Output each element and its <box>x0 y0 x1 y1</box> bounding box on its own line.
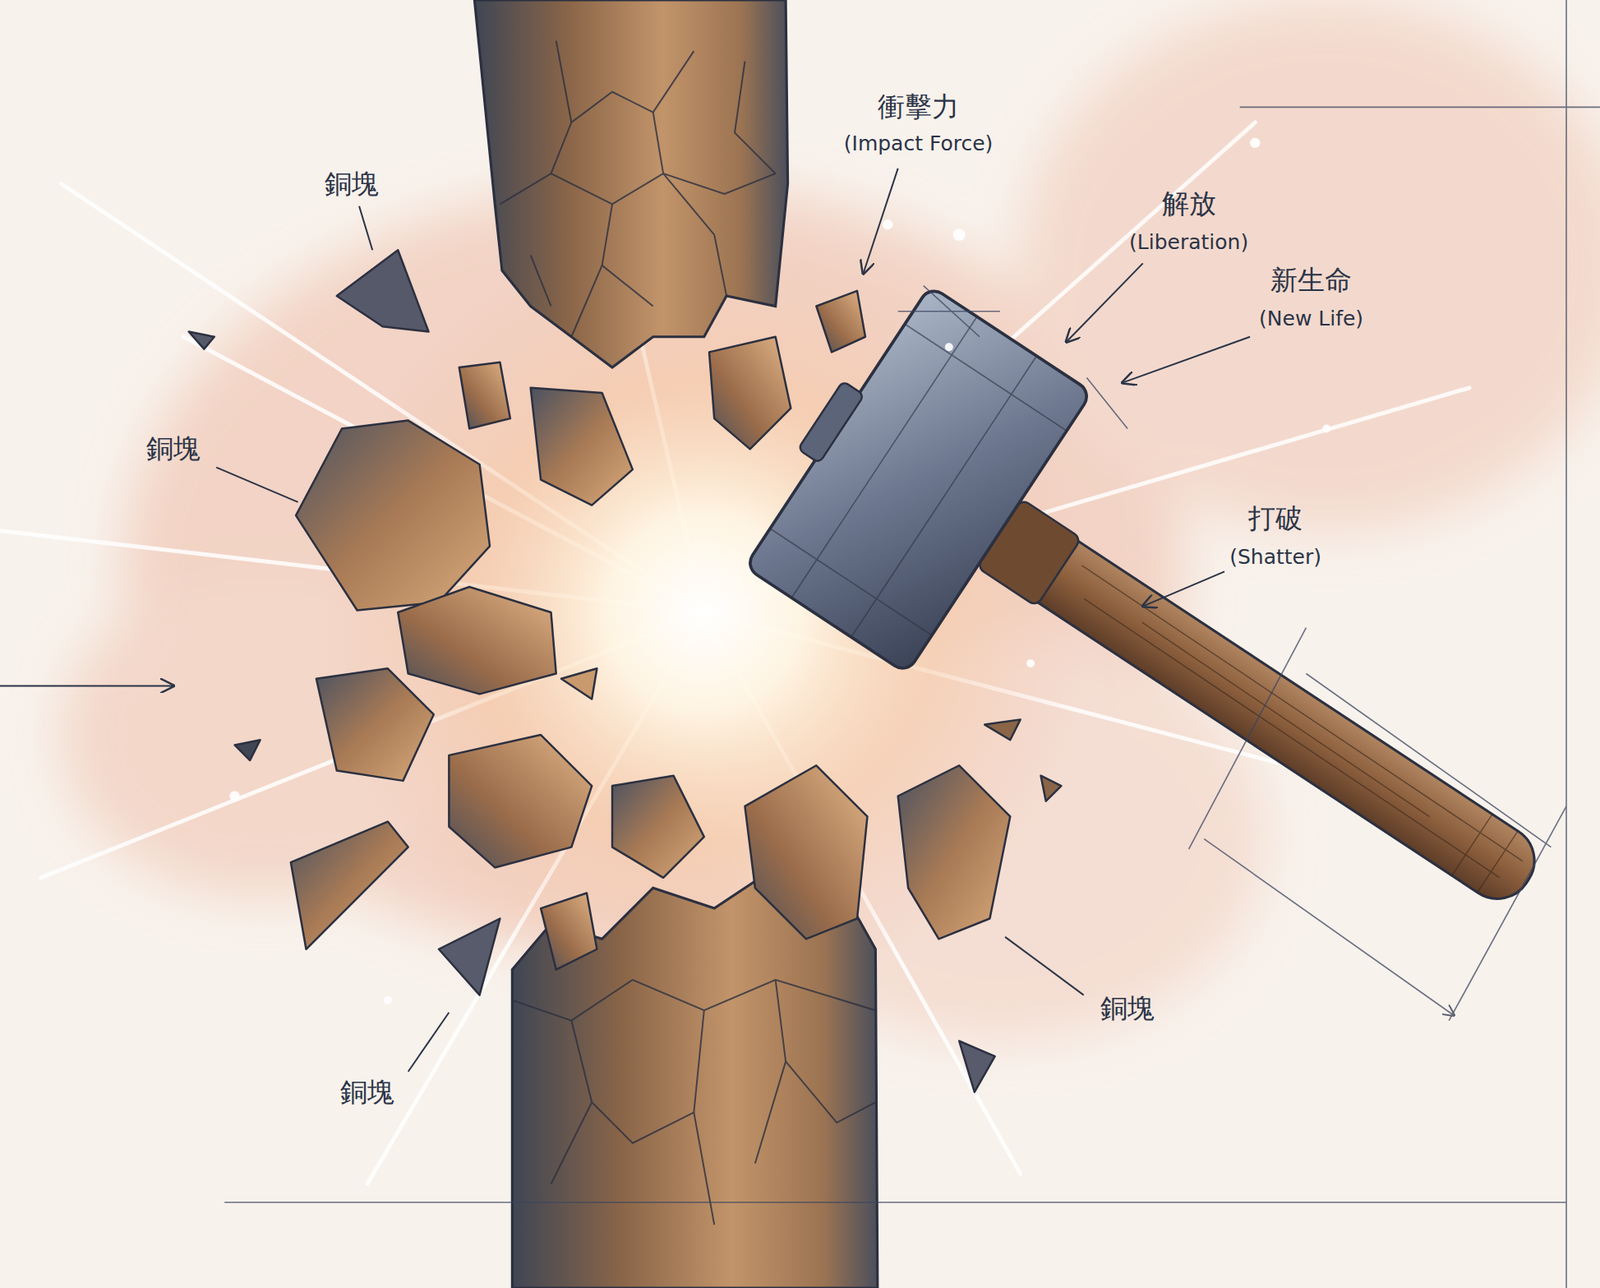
callout-label: 打破 <box>1248 499 1303 537</box>
callout-label: (Impact Force) <box>843 130 994 155</box>
callout-label: (New Life) <box>1258 306 1364 331</box>
callout-label: 銅塊 <box>340 1073 395 1111</box>
callout-label: (Shatter) <box>1229 544 1322 568</box>
callout-label: 銅塊 <box>1100 989 1155 1027</box>
callout-label: 銅塊 <box>146 430 201 468</box>
callout-label: (Liberation) <box>1129 230 1249 254</box>
callout-label: 衝擊力 <box>877 88 960 126</box>
callout-label: 銅塊 <box>324 165 379 203</box>
callout-label: 解放 <box>1161 185 1217 223</box>
callout-label: 新生命 <box>1270 262 1352 300</box>
